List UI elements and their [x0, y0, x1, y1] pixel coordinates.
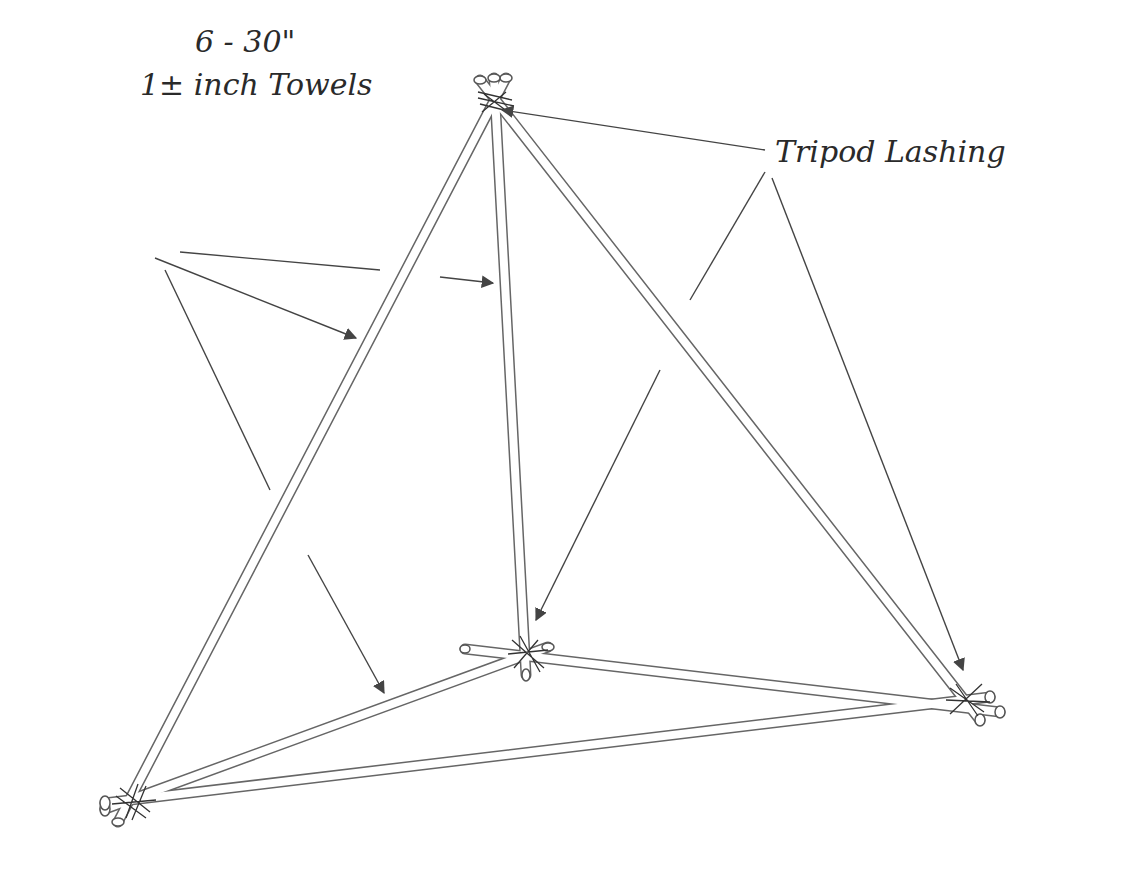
note-label: Tripod Lashing: [775, 135, 1006, 168]
note-label: 1± inch Towels: [140, 68, 373, 101]
dowel-ends: [100, 74, 1005, 826]
dowels: [105, 78, 1000, 822]
leader-lines: [155, 110, 963, 693]
lashing: [112, 92, 990, 820]
note-label: 6 - 30": [195, 25, 295, 58]
